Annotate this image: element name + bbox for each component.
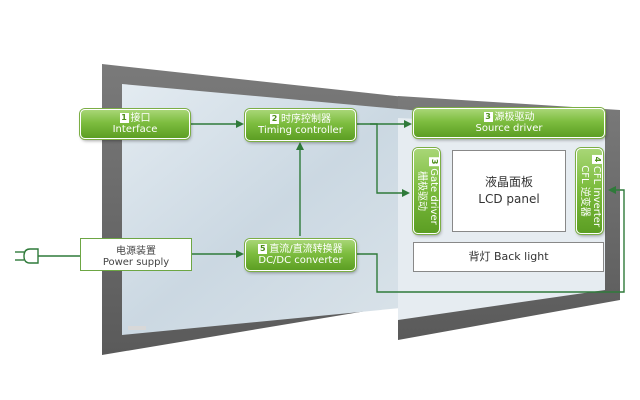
- lcd-label-cn: 液晶面板: [484, 175, 533, 190]
- interface-number: 1: [119, 112, 129, 123]
- gate-label-cn: 栅极驱动: [415, 171, 427, 211]
- power-label-cn: 电源装置: [116, 245, 156, 257]
- timing-label-cn: 时序控制器: [281, 113, 331, 125]
- monitor-base-mark: [128, 326, 146, 330]
- converter-number: 5: [258, 243, 268, 254]
- gate-driver-block: 3Gate driver 栅极驱动: [413, 148, 440, 234]
- gate-label-en: Gate driver: [427, 168, 439, 225]
- cfl-inverter-block: 4CFL Inverter CFL 逆变器: [576, 148, 603, 234]
- interface-label-en: Interface: [112, 124, 158, 135]
- backlight-block: 背灯 Back light: [413, 242, 604, 272]
- source-label-en: Source driver: [475, 123, 543, 134]
- interface-label-cn: 接口: [130, 112, 151, 124]
- power-label-en: Power supply: [102, 256, 170, 268]
- backlight-label: 背灯 Back light: [468, 250, 549, 264]
- monitor-screen: [122, 84, 432, 335]
- source-number: 3: [483, 111, 493, 122]
- lcd-label-en: LCD panel: [478, 192, 540, 206]
- timing-label-en: Timing controller: [258, 125, 343, 136]
- inverter-label-cn: CFL 逆变器: [578, 165, 590, 217]
- gate-number: 3: [428, 157, 439, 167]
- inverter-label-en: CFL Inverter: [590, 165, 602, 228]
- power-plug-icon: [15, 248, 39, 264]
- converter-label-cn: 直流/直流转换器: [269, 243, 343, 255]
- converter-label-en: DC/DC converter: [258, 255, 343, 266]
- lcd-panel-block: 液晶面板 LCD panel: [452, 150, 566, 232]
- line-converter-inverter: [356, 186, 625, 293]
- timing-number: 2: [270, 113, 279, 124]
- line-timing-gate: [370, 123, 410, 197]
- inverter-number: 4: [591, 154, 602, 164]
- power-supply-block: 电源装置 Power supply: [80, 238, 192, 271]
- source-label-cn: 源极驱动: [494, 111, 535, 123]
